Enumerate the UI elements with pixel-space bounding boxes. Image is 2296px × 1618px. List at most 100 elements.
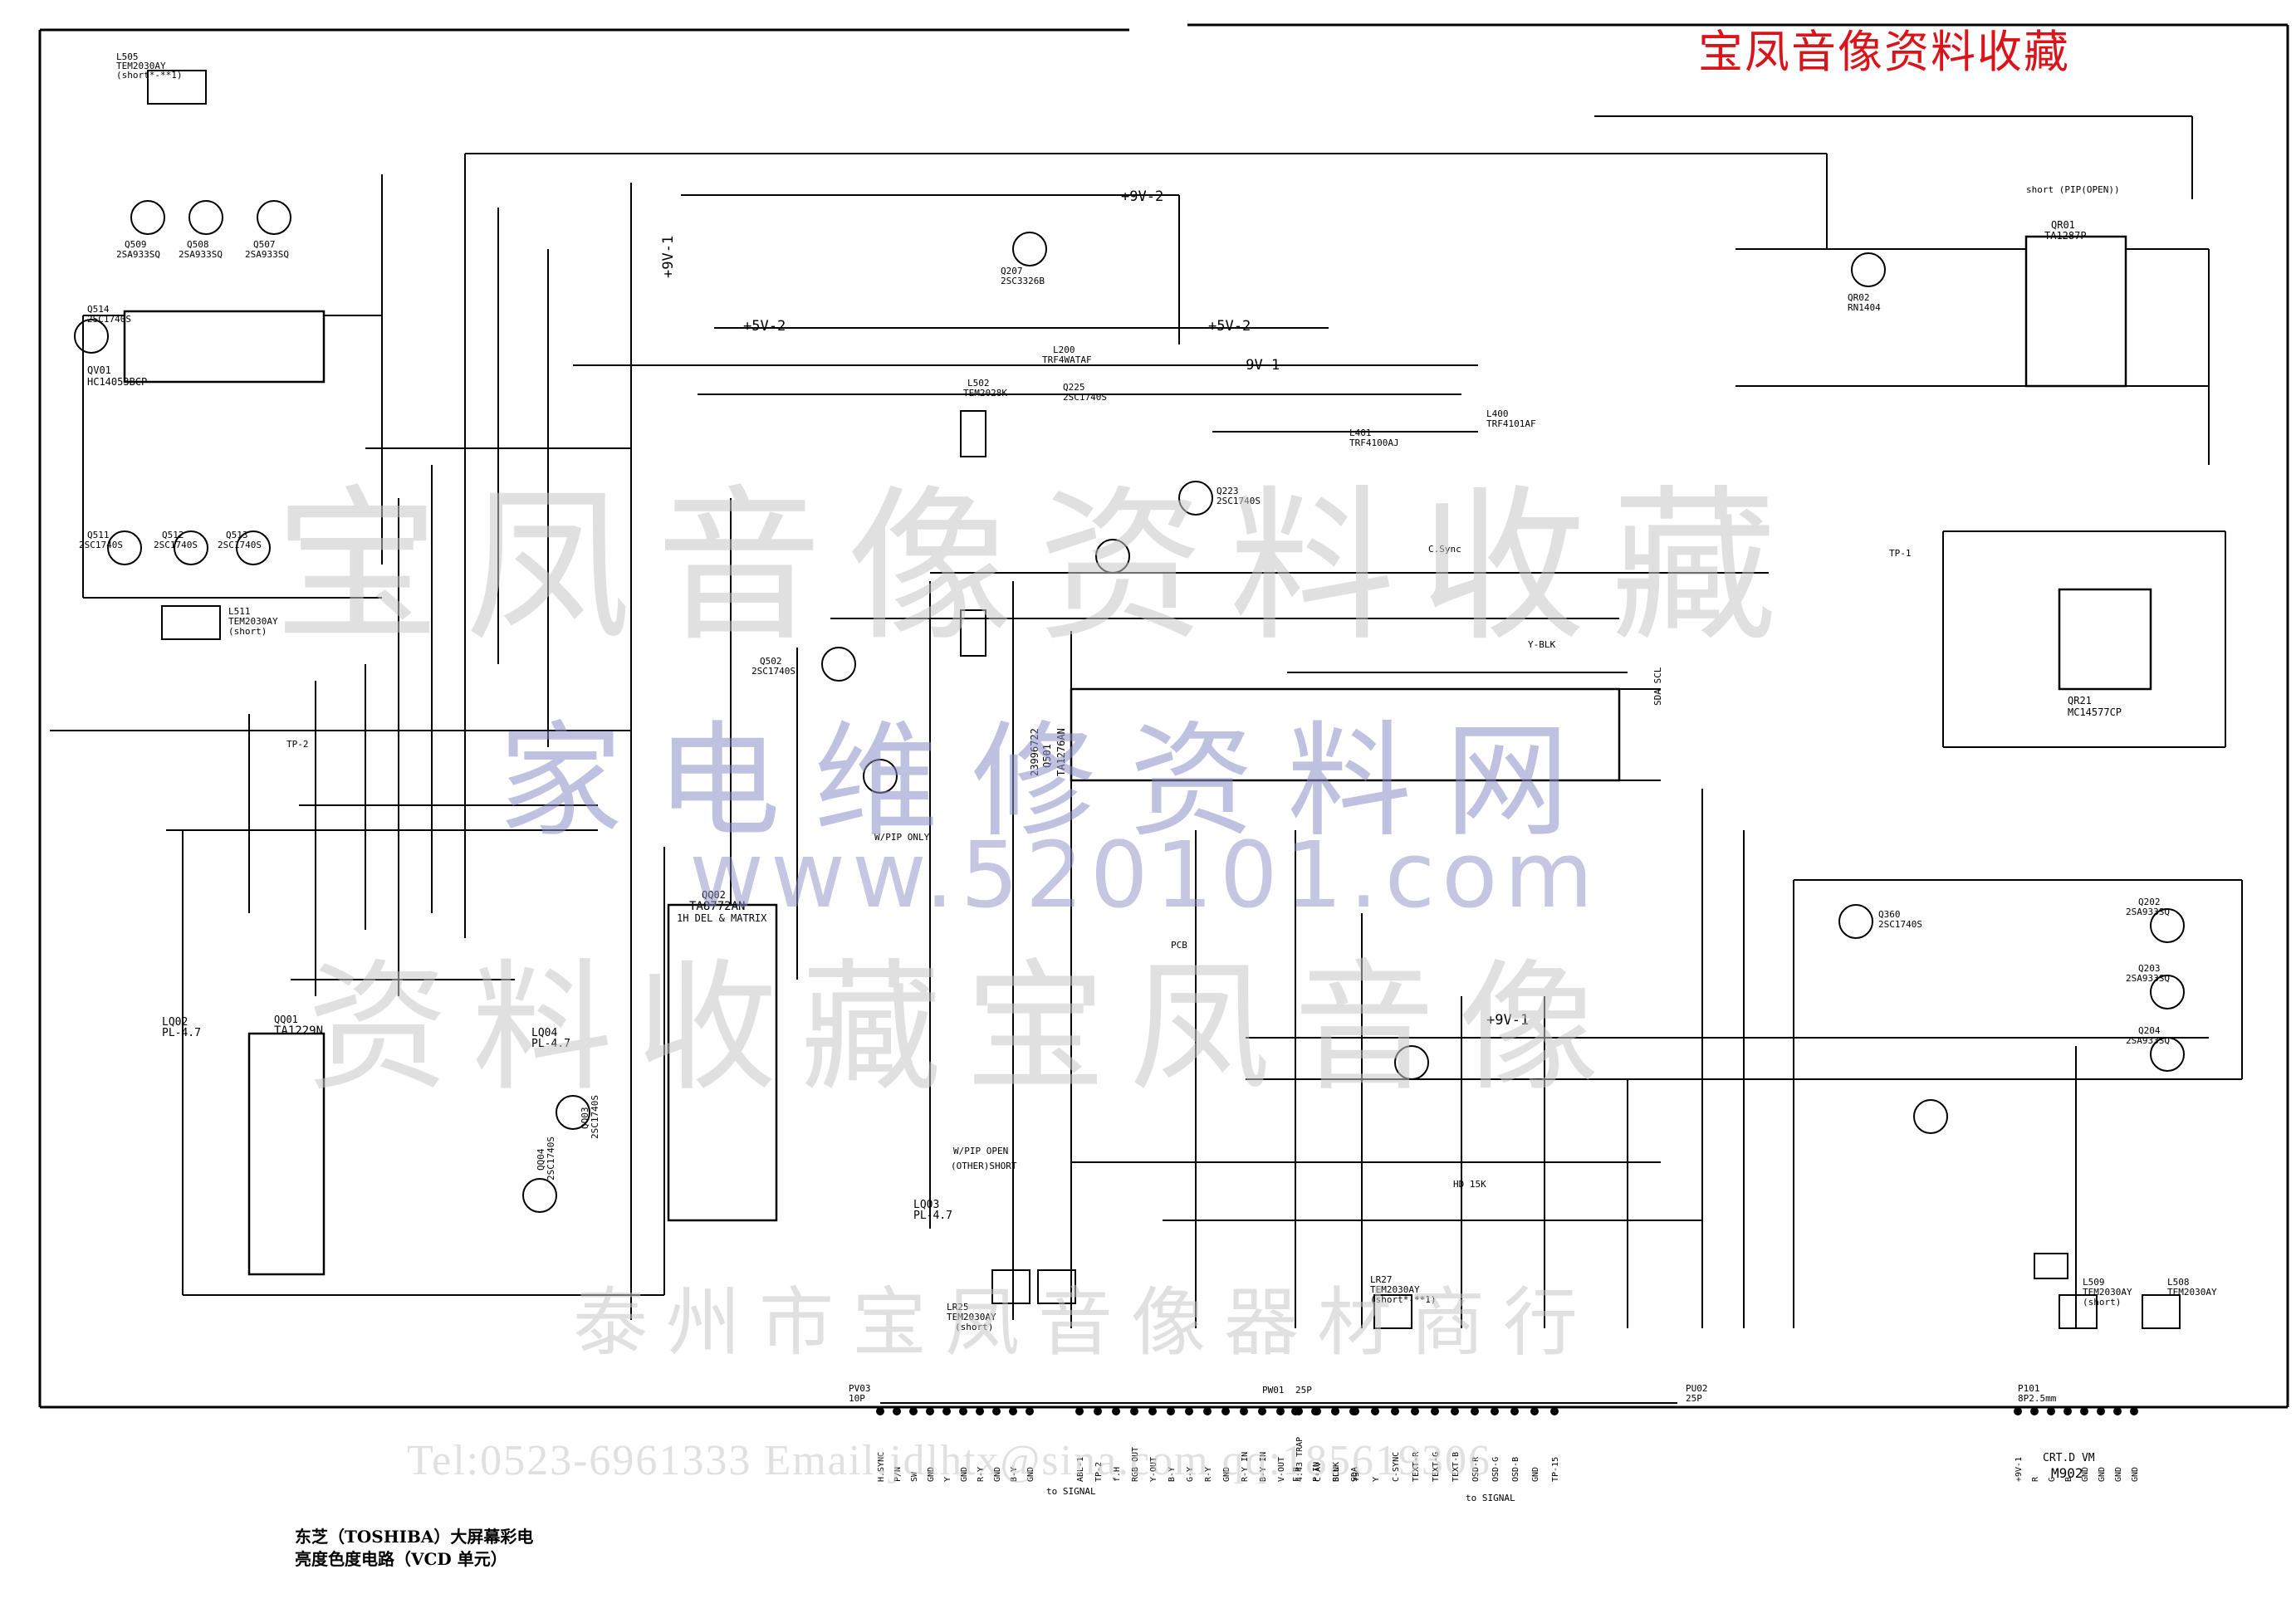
wiring — [50, 115, 2243, 1404]
note-label: short (PIP(OPEN)) — [2026, 184, 2120, 195]
caption-subtitle: 亮度色度电路（VCD 单元） — [295, 1549, 507, 1569]
connector-pin — [2063, 1407, 2072, 1415]
connector-ref: P101 — [2018, 1383, 2040, 1394]
connector-to: to SIGNAL — [1046, 1486, 1096, 1497]
coil-part: TEM2030AY — [2083, 1287, 2132, 1298]
connector-pin-label: OSD-B — [1511, 1457, 1520, 1482]
connector-pin-label: TEXT-R — [1412, 1451, 1421, 1482]
transistor-ref: QR02 — [1848, 292, 1870, 303]
coil-ref: L511 — [228, 606, 251, 617]
ic-label-ref: Q501 — [1041, 744, 1053, 768]
ic-qr21 — [2058, 588, 2152, 691]
connector-pin — [1203, 1407, 1212, 1415]
rail-label: +5V-2 — [743, 318, 786, 335]
transistor-ref: Q509 — [125, 239, 147, 250]
connector-pin-label: P/N — [893, 1467, 903, 1482]
note-label: W/PIP ONLY — [874, 832, 930, 843]
transistor-ref: Q225 — [1063, 382, 1085, 393]
connector-pin-label: C-SYNC — [1392, 1452, 1401, 1482]
rail-label: +9V-2 — [1121, 188, 1163, 205]
coil-note: (short) — [228, 626, 267, 637]
ic-label-code: 23996722 — [1029, 728, 1040, 776]
transistor-ref: Q511 — [87, 530, 110, 540]
transistor-part: 2SA933SQ — [2126, 1035, 2170, 1046]
transistor-part: 2SA933SQ — [2126, 907, 2170, 917]
transistor-ref: Q502 — [760, 656, 782, 667]
connector-pin — [1221, 1407, 1230, 1415]
connector-pin-label: GND — [2098, 1467, 2107, 1482]
connector-pin-label: SDA — [1350, 1467, 1359, 1482]
connector-pin-label: R — [2031, 1476, 2040, 1482]
connector-pins: 10P — [849, 1393, 865, 1404]
connector-pin-label: ABL-1 — [1076, 1457, 1085, 1482]
transistor-ref: Q360 — [1878, 909, 1901, 920]
connector-pin — [1471, 1407, 1479, 1415]
transistor-ref: Q204 — [2138, 1025, 2161, 1036]
connector-pin-label: GND — [993, 1467, 1002, 1482]
connector-pin — [2080, 1407, 2088, 1415]
ic-labels: QV01 HC14053BCP QQ01 TA1229N QQ02 TA8772… — [87, 219, 2122, 1038]
coil-part: TEM2030AY — [228, 616, 278, 627]
connector-pin-label: C-AV — [1314, 1462, 1323, 1482]
ic-label-part: HC14053BCP — [87, 376, 147, 388]
connector-pin-label: G-Y — [1186, 1467, 1195, 1482]
transistor-part: 2SA933SQ — [179, 249, 223, 260]
note-label: (OTHER)SHORT — [951, 1161, 1017, 1171]
connector-pin-label: GND — [2131, 1467, 2140, 1482]
ic-label-ref: QR01 — [2051, 219, 2075, 231]
coil-part: TEM2030AY — [1370, 1284, 1420, 1295]
connector-pin — [942, 1407, 951, 1415]
connector-ref: PW01 — [1262, 1385, 1285, 1396]
note-label: PCB — [1171, 940, 1187, 951]
coil-ref: L200 — [1053, 345, 1075, 355]
ic-label-ref: QQ02 — [702, 889, 726, 901]
connector-pin — [2014, 1407, 2022, 1415]
connector-pin — [992, 1407, 1001, 1415]
coil-labels: L505 TEM2030AY (short*-**1) L511 TEM2030… — [116, 51, 2217, 1332]
ic-label-part: TA1229N — [274, 1024, 323, 1038]
ic-label-part: TA1287P — [2044, 230, 2087, 242]
coil-part: TEM2030AY — [116, 61, 166, 71]
coil-part: TEM2028K — [963, 388, 1007, 398]
transistor-part: RN1404 — [1848, 302, 1881, 313]
coil-part: PL-4.7 — [913, 1210, 952, 1222]
coil-ref: L509 — [2083, 1277, 2105, 1288]
connector-pin — [1550, 1407, 1559, 1415]
transistor-part: 2SA933SQ — [116, 249, 160, 260]
coil-symbols — [147, 70, 2181, 1329]
ic-label-ref: QR21 — [2068, 695, 2092, 706]
coil-note: (short*-**1) — [1370, 1294, 1436, 1305]
ic-qq02 — [667, 903, 778, 1222]
connector-to: CRT.D VM — [2043, 1452, 2095, 1464]
transistor-ref: Q223 — [1217, 486, 1239, 496]
connector-pin — [1510, 1407, 1519, 1415]
note-labels: short (PIP(OPEN)) W/PIP ONLY W/PIP OPEN … — [286, 184, 2120, 1190]
coil-ref: L502 — [967, 378, 990, 389]
transistor-ref: Q508 — [187, 239, 209, 250]
coil-part: TRF4101AF — [1486, 418, 1536, 429]
connector-pin-label: YS — [1352, 1472, 1361, 1482]
connector-pin-label: GND — [1222, 1467, 1231, 1482]
coil-ref: L508 — [2167, 1277, 2190, 1288]
sheet-frame — [38, 23, 2289, 1409]
connector-pin — [1530, 1407, 1539, 1415]
connector-pin — [1258, 1407, 1266, 1415]
connector-pin-label: B — [2064, 1477, 2073, 1482]
coil-note: (short*-**1) — [116, 70, 182, 81]
connector-pin-label: GND — [1026, 1467, 1035, 1482]
rail-label: -9V-1 — [1237, 357, 1280, 374]
connector-pin — [1185, 1407, 1193, 1415]
connector-pin-label: 4.43 TRAP — [1295, 1437, 1305, 1482]
connector-pin-label: H.SYNC — [877, 1452, 886, 1482]
transistor-labels: Q509 2SA933SQ Q508 2SA933SQ Q507 2SA933S… — [79, 239, 2170, 1181]
transistor-ref: Q207 — [1001, 266, 1023, 276]
transistor-part: 2SC1740S — [590, 1095, 600, 1139]
coil-part: TEM2030AY — [947, 1312, 996, 1322]
note-label: SDA SCL — [1652, 667, 1663, 706]
collection-stamp: 宝凤音像资料收藏 — [1698, 26, 2070, 78]
connector-pin — [1009, 1407, 1017, 1415]
connector-pin-label: TP-2 — [1094, 1462, 1104, 1482]
connector-pin-label: OSD-G — [1491, 1457, 1500, 1482]
connector-pin-label: BLNK — [1332, 1462, 1341, 1482]
